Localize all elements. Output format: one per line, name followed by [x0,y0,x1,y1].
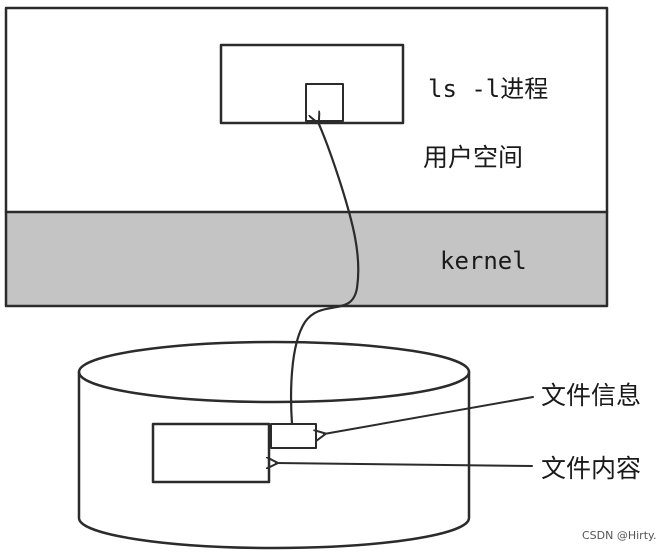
watermark-text: CSDN @Hirty. [582,529,656,542]
disk-cylinder-top [77,340,471,404]
file-content-box [151,422,271,484]
file-info-label: 文件信息 [541,381,641,410]
inode-load-arrow [289,122,360,426]
process-inode-square [305,83,344,122]
process-label: ls -l进程 [428,75,548,103]
kernel-region [6,212,607,306]
system-box-outline [4,6,609,308]
disk-cylinder-body [77,370,471,550]
file-inode-rect [270,423,317,449]
user-space-label: 用户空间 [423,143,523,172]
kernel-label: kernel [440,247,527,275]
file-content-pointer [276,463,533,466]
file-info-pointer [324,396,534,434]
file-content-label: 文件内容 [541,454,641,483]
